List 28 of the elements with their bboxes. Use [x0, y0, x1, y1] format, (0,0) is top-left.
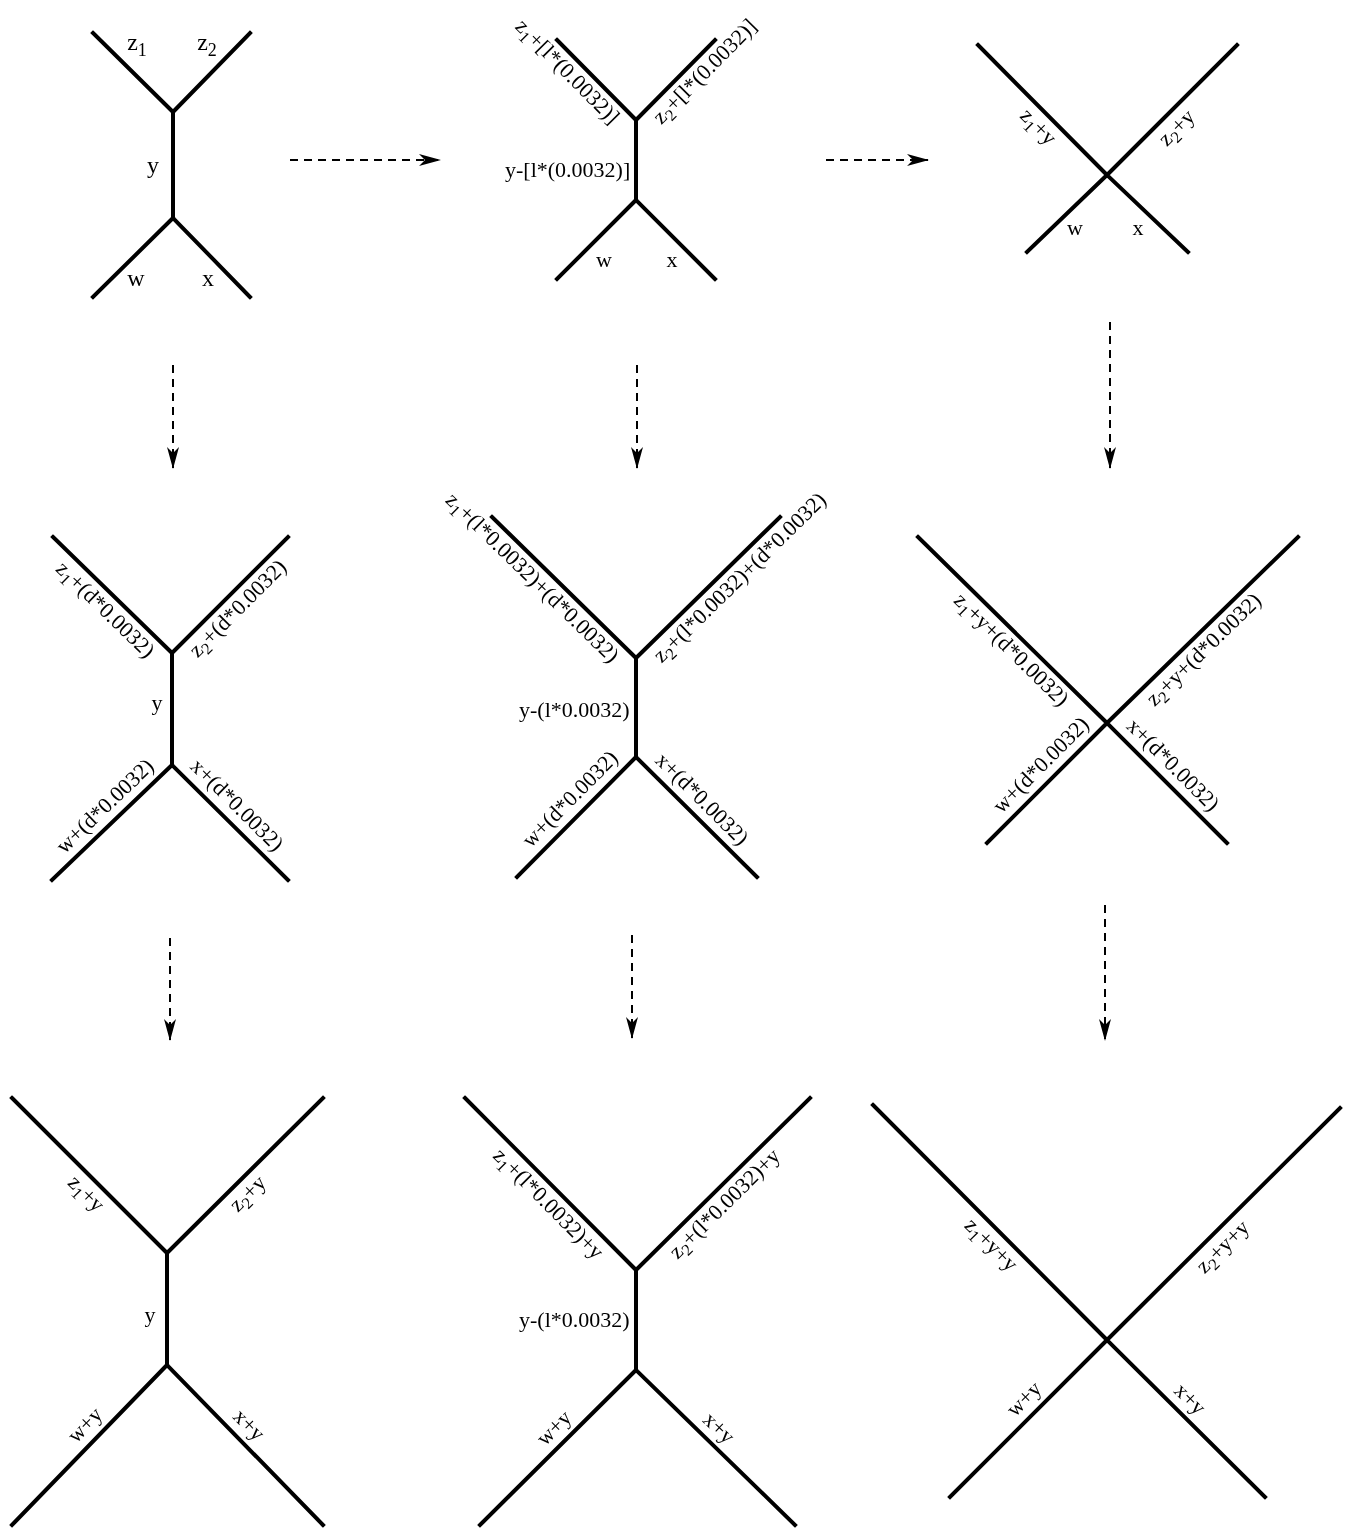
branch-label: x+y [698, 1406, 741, 1449]
branch-label: w+y [62, 1402, 108, 1448]
arrow [626, 934, 638, 1039]
arrow [167, 364, 179, 469]
branch-label: x+y [1169, 1377, 1211, 1420]
arrow [164, 937, 176, 1041]
branch-label: x+y [228, 1404, 271, 1446]
branch-label: x [666, 247, 678, 273]
branch-label: z$_{2}$ [197, 29, 217, 61]
branch-label: y-(l*0.0032) [519, 697, 630, 723]
arrow [631, 364, 643, 469]
arrow [289, 154, 441, 166]
branch-label: y [147, 151, 159, 179]
arrow [1104, 321, 1116, 469]
branch-label: y [151, 690, 163, 716]
branch-label: w+y [531, 1405, 577, 1451]
branch-label: w [596, 247, 612, 273]
arrow [825, 154, 929, 166]
branch-label: w [127, 264, 145, 292]
branch-label: y-[l*(0.0032)] [505, 157, 631, 183]
branch-label: w+y [1001, 1376, 1047, 1422]
branch-label: y-(l*0.0032) [519, 1307, 630, 1333]
branch-label: z$_{1}$ [127, 29, 147, 61]
arrow [1099, 904, 1111, 1041]
branch-label: w [1067, 215, 1083, 241]
branch-label: y [144, 1302, 156, 1328]
branch-label: x [1132, 215, 1144, 241]
branch-label: x [202, 264, 214, 292]
